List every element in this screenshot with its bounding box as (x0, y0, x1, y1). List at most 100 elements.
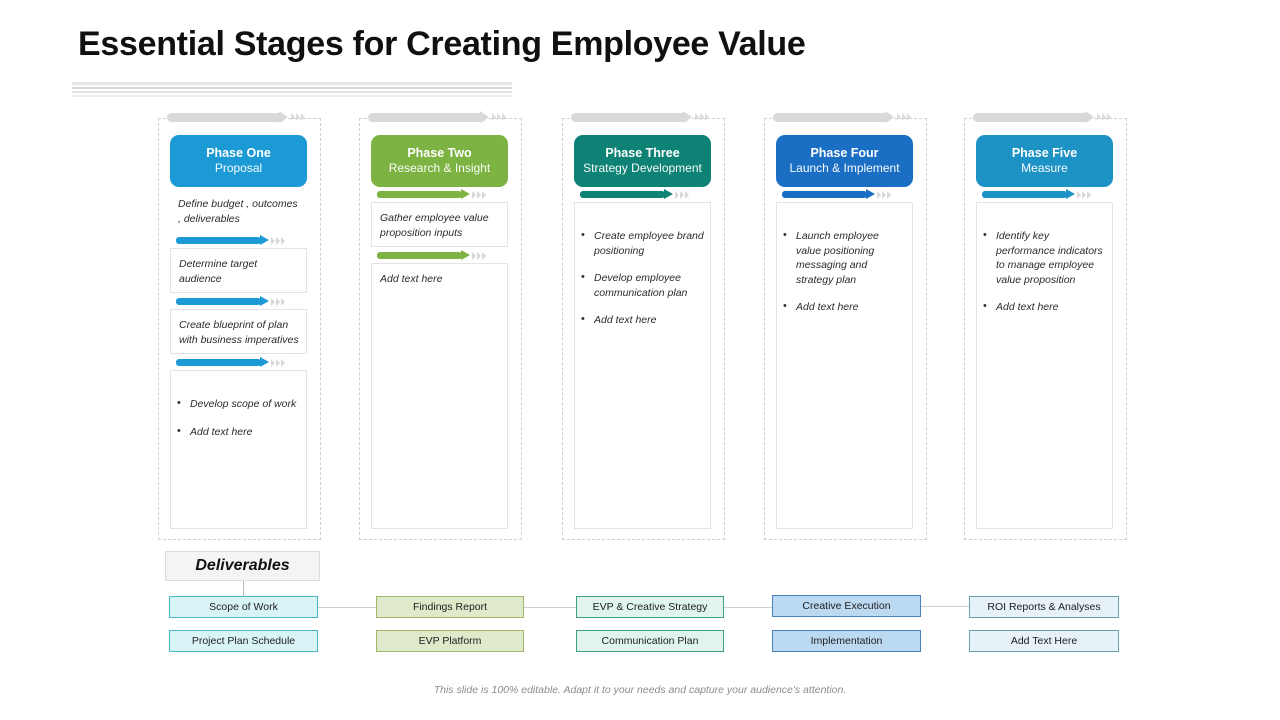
phase-divider-bar (170, 296, 312, 308)
column-top-arrow-decoration (973, 111, 1125, 125)
phase-bullet-list: Launch employee value positioning messag… (777, 203, 912, 334)
chevron-arrow-icon (877, 190, 891, 199)
column-top-arrow-decoration (368, 111, 520, 125)
column-top-arrow-decoration (773, 111, 925, 125)
chevron-arrow-icon (492, 113, 506, 121)
deliverable-box-bottom[interactable]: EVP Platform (376, 630, 524, 652)
deliverable-connector-line (921, 606, 969, 607)
phase-content-text: Create blueprint of plan with business i… (179, 319, 299, 346)
deliverable-label: Implementation (810, 634, 883, 647)
phase-name: Phase One (206, 145, 271, 160)
page-title: Essential Stages for Creating Employee V… (78, 25, 806, 63)
chevron-arrow-icon (695, 113, 709, 121)
phase-name: Phase Four (810, 145, 879, 160)
deliverables-connector-stem (243, 581, 244, 597)
deliverable-connector-line (318, 607, 376, 608)
phase-name: Phase Three (605, 145, 680, 160)
phase-name: Phase Five (1011, 145, 1078, 160)
phase-content-box[interactable]: Develop scope of workAdd text here (170, 370, 307, 529)
phase-bullet-item: Create employee brand positioning (575, 228, 704, 258)
phase-divider-bar (170, 357, 312, 369)
chevron-arrow-icon (472, 190, 486, 199)
phase-subtitle: Proposal (214, 160, 263, 175)
column-top-arrow-decoration (167, 111, 319, 125)
chevron-arrow-icon (897, 113, 911, 121)
phase-divider-bar (574, 189, 716, 201)
deliverable-box-top[interactable]: ROI Reports & Analyses (969, 596, 1119, 618)
phase-content-box[interactable]: Add text here (371, 263, 508, 529)
phase-subtitle: Strategy Development (583, 160, 702, 175)
deliverable-box-top[interactable]: Findings Report (376, 596, 524, 618)
phase-divider-bar (776, 189, 918, 201)
deliverable-box-top[interactable]: Scope of Work (169, 596, 318, 618)
deliverable-box-top[interactable]: Creative Execution (772, 595, 921, 617)
phase-content-box[interactable]: Launch employee value positioning messag… (776, 202, 913, 529)
phase-content-box[interactable]: Determine target audience (170, 248, 307, 293)
phase-divider-bar (976, 189, 1118, 201)
deliverables-label-text: Deliverables (195, 557, 290, 574)
phase-bullet-item: Develop scope of work (171, 396, 300, 412)
phase-content-text: Define budget , outcomes , deliverables (178, 198, 298, 225)
phase-bullet-item: Add text here (777, 299, 906, 315)
footer-note: This slide is 100% editable. Adapt it to… (433, 684, 847, 696)
phase-column-5[interactable]: Phase FiveMeasureIdentify key performanc… (964, 111, 1127, 540)
phase-bullet-item: Develop employee communication plan (575, 270, 704, 300)
phase-bullet-item: Identify key performance indicators to m… (977, 228, 1106, 287)
phase-content-box[interactable]: Create blueprint of plan with business i… (170, 309, 307, 354)
phase-divider-bar (371, 189, 513, 201)
chevron-arrow-icon (291, 113, 305, 121)
phase-divider-bar (371, 250, 513, 262)
chevron-arrow-icon (1097, 113, 1111, 121)
chevron-arrow-icon (1077, 190, 1091, 199)
phase-subtitle: Research & Insight (388, 160, 491, 175)
deliverable-label: ROI Reports & Analyses (987, 600, 1101, 613)
deliverable-box-bottom[interactable]: Communication Plan (576, 630, 724, 652)
phase-name: Phase Two (407, 145, 472, 160)
phase-bullet-list: Create employee brand positioningDevelop… (575, 203, 710, 347)
deliverable-connector-line (724, 607, 772, 608)
phase-bullet-item: Add text here (977, 299, 1106, 315)
phase-content-text: Determine target audience (179, 258, 258, 285)
phase-content-box[interactable]: Define budget , outcomes , deliverables (170, 189, 307, 232)
deliverable-label: Project Plan Schedule (191, 634, 296, 647)
deliverable-box-bottom[interactable]: Add Text Here (969, 630, 1119, 652)
phase-content-text: Gather employee value proposition inputs (380, 212, 489, 239)
deliverable-label: Add Text Here (1010, 634, 1078, 647)
phase-subtitle: Measure (1021, 160, 1068, 175)
phase-divider-bar (170, 235, 312, 247)
phase-bullet-list: Develop scope of workAdd text here (171, 371, 306, 458)
phase-content-box[interactable]: Gather employee value proposition inputs (371, 202, 508, 247)
deliverable-label: Findings Report (412, 600, 488, 613)
deliverable-label: Creative Execution (802, 599, 891, 612)
phase-bullet-item: Add text here (171, 424, 300, 440)
deliverables-label: Deliverables (165, 551, 320, 581)
phase-subtitle: Launch & Implement (789, 160, 900, 175)
phase-content-box[interactable]: Create employee brand positioningDevelop… (574, 202, 711, 529)
deliverable-label: EVP Platform (418, 634, 482, 647)
chevron-arrow-icon (472, 251, 486, 260)
chevron-arrow-icon (271, 358, 285, 367)
chevron-arrow-icon (271, 236, 285, 245)
deliverable-label: EVP & Creative Strategy (592, 600, 708, 613)
phase-content-box[interactable]: Identify key performance indicators to m… (976, 202, 1113, 529)
column-top-arrow-decoration (571, 111, 723, 125)
title-underline-decoration (72, 82, 512, 97)
deliverable-box-bottom[interactable]: Project Plan Schedule (169, 630, 318, 652)
deliverable-box-bottom[interactable]: Implementation (772, 630, 921, 652)
phase-bullet-list: Identify key performance indicators to m… (977, 203, 1112, 334)
deliverable-label: Communication Plan (601, 634, 699, 647)
phase-content-text: Add text here (380, 273, 443, 285)
phase-bullet-item: Launch employee value positioning messag… (777, 228, 906, 287)
deliverable-box-top[interactable]: EVP & Creative Strategy (576, 596, 724, 618)
